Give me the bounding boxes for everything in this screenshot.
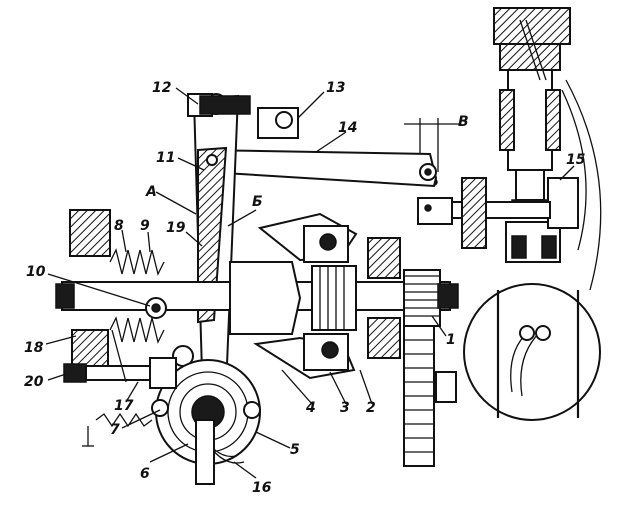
label-10: 10 bbox=[26, 264, 46, 280]
label-1: 1 bbox=[446, 332, 456, 348]
label-B: Б bbox=[252, 194, 263, 210]
label-17: 17 bbox=[114, 398, 134, 414]
centrifugal-governor bbox=[229, 212, 401, 380]
label-16: 16 bbox=[252, 480, 272, 496]
detail-view-circle bbox=[463, 283, 601, 421]
label-7: 7 bbox=[110, 422, 120, 438]
leader-lines bbox=[45, 87, 575, 479]
label-15: 15 bbox=[566, 152, 586, 168]
label-8: 8 bbox=[114, 218, 124, 234]
label-6: 6 bbox=[140, 466, 150, 482]
label-2: 2 bbox=[366, 400, 376, 416]
label-14: 14 bbox=[338, 120, 357, 136]
detail-leader-line bbox=[565, 79, 602, 291]
label-9: 9 bbox=[140, 218, 150, 234]
gear-1 bbox=[403, 269, 459, 467]
link-14 bbox=[200, 148, 438, 188]
injector-assembly bbox=[493, 7, 579, 263]
label-13: 13 bbox=[326, 80, 345, 96]
label-11: 11 bbox=[156, 150, 175, 166]
label-18: 18 bbox=[24, 340, 44, 356]
top-bolt-and-bracket bbox=[187, 93, 299, 139]
label-20: 20 bbox=[24, 374, 44, 390]
label-V: В bbox=[458, 114, 469, 130]
label-4: 4 bbox=[305, 400, 316, 416]
label-12: 12 bbox=[152, 80, 171, 96]
adjusting-bolt bbox=[63, 329, 177, 447]
callout-labels: 12 13 14 11 A Б 19 8 9 10 18 20 17 7 6 1… bbox=[24, 80, 586, 496]
label-5: 5 bbox=[290, 442, 300, 458]
label-A: A bbox=[145, 184, 157, 200]
control-rod bbox=[417, 177, 551, 249]
label-19: 19 bbox=[166, 220, 186, 236]
label-3: 3 bbox=[340, 400, 350, 416]
